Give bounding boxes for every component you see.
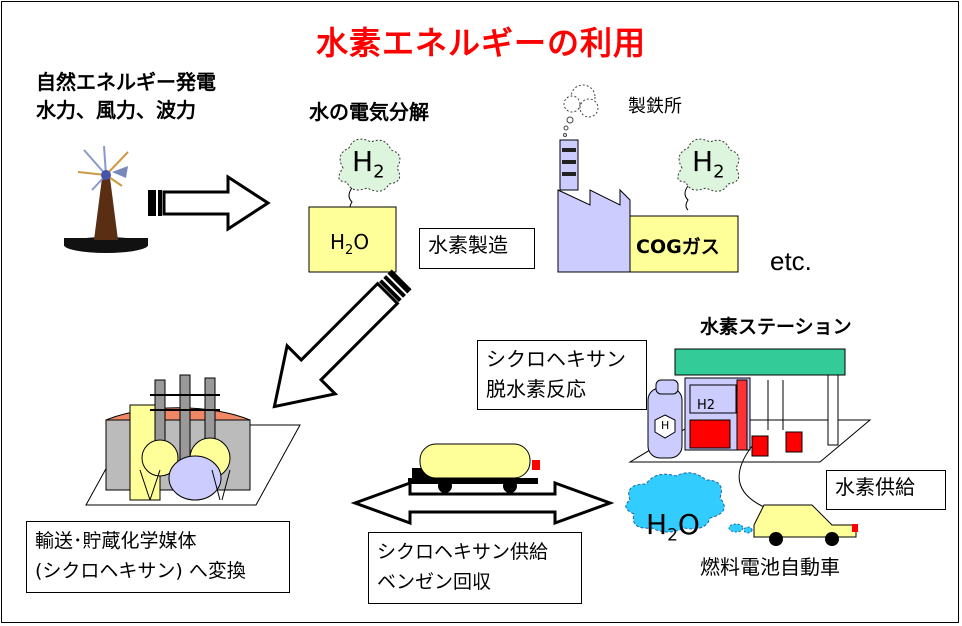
supply-box: 水素供給 — [826, 470, 946, 510]
page-title: 水素エネルギーの利用 — [315, 24, 646, 62]
h2o-label: H2O — [330, 230, 369, 258]
h2-sub: 2 — [373, 161, 385, 183]
h2o-exhaust-cloud — [625, 472, 753, 534]
cog-gas-label: COGガス — [636, 236, 720, 258]
h2-label-right: H2 — [692, 145, 725, 183]
arrow-right-icon — [148, 174, 271, 232]
windmill-icon — [64, 145, 148, 253]
natural-energy-line2: 水力、風力、波力 — [36, 98, 196, 122]
production-box: 水素製造 — [419, 228, 535, 269]
tanker-truck-icon — [408, 443, 540, 493]
exhaust-h: H — [646, 508, 668, 541]
steelworks-label: 製鉄所 — [628, 96, 682, 117]
transport-box: シクロヘキサン供給 ベンゼン回収 — [368, 532, 582, 604]
natural-energy-label: 自然エネルギー発電 水力、風力、波力 — [36, 68, 216, 124]
h2-cloud-right — [677, 138, 740, 211]
transport-line2: ベンゼン回収 — [377, 571, 492, 593]
h2o-sub: 2 — [345, 243, 354, 258]
h2-main: H — [692, 145, 714, 178]
factory-icon — [557, 84, 739, 273]
h2o-h: H — [330, 230, 346, 254]
station-label: 水素ステーション — [700, 316, 852, 338]
fuel-cell-car-icon — [753, 504, 858, 546]
transport-line1: シクロヘキサン供給 — [377, 541, 549, 563]
cylinder-h-label: H — [661, 419, 670, 432]
storage-box: 輸送･貯蔵化学媒体 (シクロヘキサン) へ変換 — [26, 521, 290, 593]
h2-cloud-left — [338, 138, 401, 192]
storage-line1: 輸送･貯蔵化学媒体 — [35, 530, 197, 552]
dehydrogenation-line1: シクロヘキサン — [486, 347, 626, 371]
dehydrogenation-box: シクロヘキサン 脱水素反応 — [477, 340, 647, 410]
double-arrow-icon — [350, 480, 615, 526]
electrolysis-label: 水の電気分解 — [309, 100, 429, 124]
exhaust-h2o-label: H2O — [646, 508, 700, 546]
h2-label-left: H2 — [352, 145, 385, 183]
natural-energy-line1: 自然エネルギー発電 — [36, 70, 216, 94]
storage-line2: (シクロヘキサン) へ変換 — [35, 560, 246, 582]
hydrogen-station-icon — [628, 348, 872, 517]
arrow-diagonal-icon — [272, 269, 412, 409]
h2o-o: O — [353, 230, 370, 254]
etc-label: etc. — [770, 246, 812, 276]
dehydrogenation-line2: 脱水素反応 — [486, 377, 586, 401]
fcv-label: 燃料電池自動車 — [700, 555, 840, 579]
h2-main: H — [352, 145, 374, 178]
exhaust-sub: 2 — [667, 525, 678, 546]
exhaust-o: O — [677, 508, 700, 541]
water-box — [308, 206, 397, 273]
h2-sub: 2 — [713, 161, 725, 183]
chemical-plant-icon — [85, 374, 301, 506]
tank-h2-label: H2 — [697, 398, 716, 413]
